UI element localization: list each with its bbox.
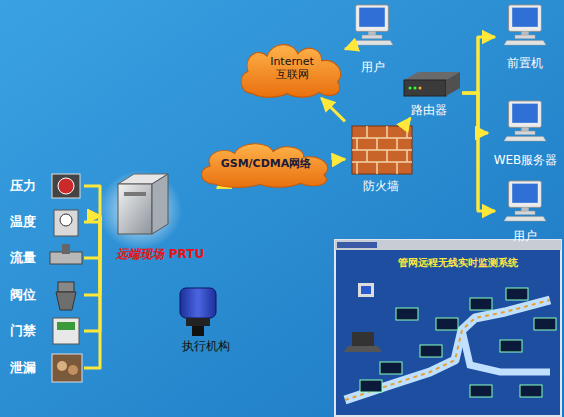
sensor-node: 泄漏 xyxy=(10,352,84,384)
connector-arrow xyxy=(337,158,345,162)
node-label: 用户 xyxy=(361,61,385,75)
connector-arrow xyxy=(345,48,348,49)
node-label: 管网远程无线实时监测系统 xyxy=(398,257,518,269)
connector-arrow xyxy=(462,37,495,93)
computer-icon xyxy=(351,5,393,45)
node-label: 泄漏 xyxy=(10,361,36,376)
connector-arrow xyxy=(217,187,220,188)
user-computer: 用户 xyxy=(495,178,555,244)
connector-arrow xyxy=(409,118,411,120)
node-label: 防火墙 xyxy=(363,180,399,194)
computer-icon xyxy=(504,5,546,45)
node-label: PRTU xyxy=(169,248,204,262)
node-label: WEB服务器 xyxy=(494,154,558,168)
connector-arrow xyxy=(84,216,100,222)
node-label: 互联网 xyxy=(276,69,309,82)
connector-arrow xyxy=(462,93,495,211)
node-label: 路由器 xyxy=(411,104,447,118)
sensor-node: 门禁 xyxy=(10,315,84,347)
monitor-screenshot: 管网远程无线实时监测系统 xyxy=(335,240,561,416)
sensor-icons xyxy=(50,174,82,382)
user-computer: 用户 xyxy=(345,3,400,75)
node-label: 远端现场 xyxy=(116,248,164,262)
node-label: 前置机 xyxy=(507,57,543,71)
connector-arrow xyxy=(84,186,100,216)
actuator-node: 执行机构 xyxy=(170,284,242,354)
inset-screenshot xyxy=(335,240,561,416)
sensor-node: 温度 xyxy=(10,206,84,238)
connector-arrow xyxy=(84,216,100,258)
sensor-node: 流量 xyxy=(10,242,84,274)
router-node: 路由器 xyxy=(396,68,462,118)
node-label: 用户 xyxy=(513,230,537,244)
computer-icon xyxy=(504,181,546,221)
internet-cloud: Internet互联网 xyxy=(236,40,348,98)
computer-icon xyxy=(504,101,546,141)
network-cloud: GSM/CDMA网络 xyxy=(195,140,337,188)
firewall-node: 防火墙 xyxy=(345,120,417,194)
firewall-bricks xyxy=(352,126,412,174)
node-label: 压力 xyxy=(10,179,36,194)
node-label: 流量 xyxy=(10,251,36,266)
connector-arrow xyxy=(462,93,488,133)
connector-arrow xyxy=(84,216,100,295)
web-server: WEB服务器 xyxy=(488,98,563,168)
node-label: 执行机构 xyxy=(182,340,230,354)
router-art xyxy=(404,72,460,96)
connector-arrow xyxy=(321,98,345,121)
node-label: 温度 xyxy=(10,215,36,230)
node-label: 阀位 xyxy=(10,288,36,303)
sensor-node: 压力 xyxy=(10,170,84,202)
node-label: 门禁 xyxy=(10,324,36,339)
connector-arrow xyxy=(84,216,100,368)
sensor-node: 阀位 xyxy=(10,279,84,311)
connector-arrow xyxy=(84,216,100,331)
node-label: Internet xyxy=(270,56,314,69)
node-label: GSM/CDMA网络 xyxy=(221,158,312,171)
prtu-node: 远端现场 PRTU xyxy=(100,170,220,262)
actuator-art xyxy=(180,288,216,336)
frontend-computer: 前置机 xyxy=(495,3,555,71)
prtu-box-art xyxy=(98,170,182,250)
